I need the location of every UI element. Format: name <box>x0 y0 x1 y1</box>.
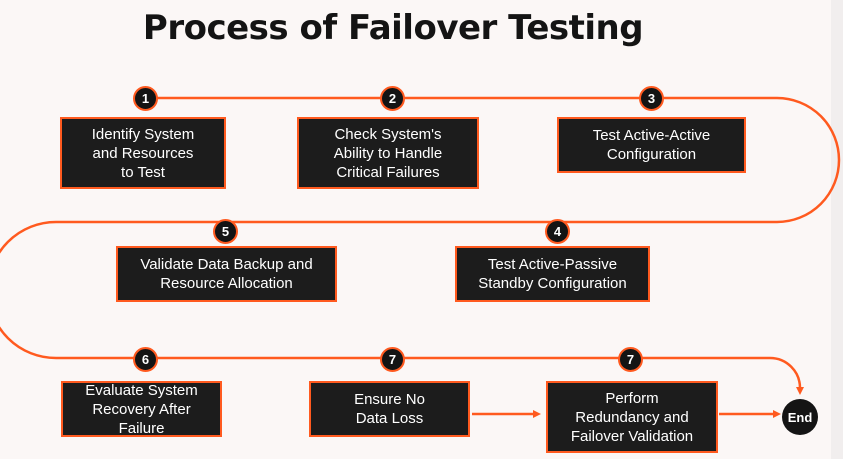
step-8-badge: 7 <box>618 347 643 372</box>
step-5-badge: 5 <box>213 219 238 244</box>
step-4-badge: 4 <box>545 219 570 244</box>
step-6-badge: 6 <box>133 347 158 372</box>
step-3-box: Test Active-Active Configuration <box>557 117 746 173</box>
end-node: End <box>782 399 818 435</box>
flow-path <box>0 96 841 395</box>
scrollbar-strip <box>831 0 843 459</box>
step-3-badge: 3 <box>639 86 664 111</box>
page-title: Process of Failover Testing <box>142 8 644 48</box>
step-1-badge: 1 <box>133 86 158 111</box>
step-7-badge: 7 <box>380 347 405 372</box>
step-8-box: Perform Redundancy and Failover Validati… <box>546 381 718 453</box>
step-5-box: Validate Data Backup and Resource Alloca… <box>116 246 337 302</box>
step-7-box: Ensure No Data Loss <box>309 381 470 437</box>
step-4-box: Test Active-Passive Standby Configuratio… <box>455 246 650 302</box>
step-2-badge: 2 <box>380 86 405 111</box>
step-6-box: Evaluate System Recovery After Failure <box>61 381 222 437</box>
step-1-box: Identify System and Resources to Test <box>60 117 226 189</box>
step-2-box: Check System's Ability to Handle Critica… <box>297 117 479 189</box>
